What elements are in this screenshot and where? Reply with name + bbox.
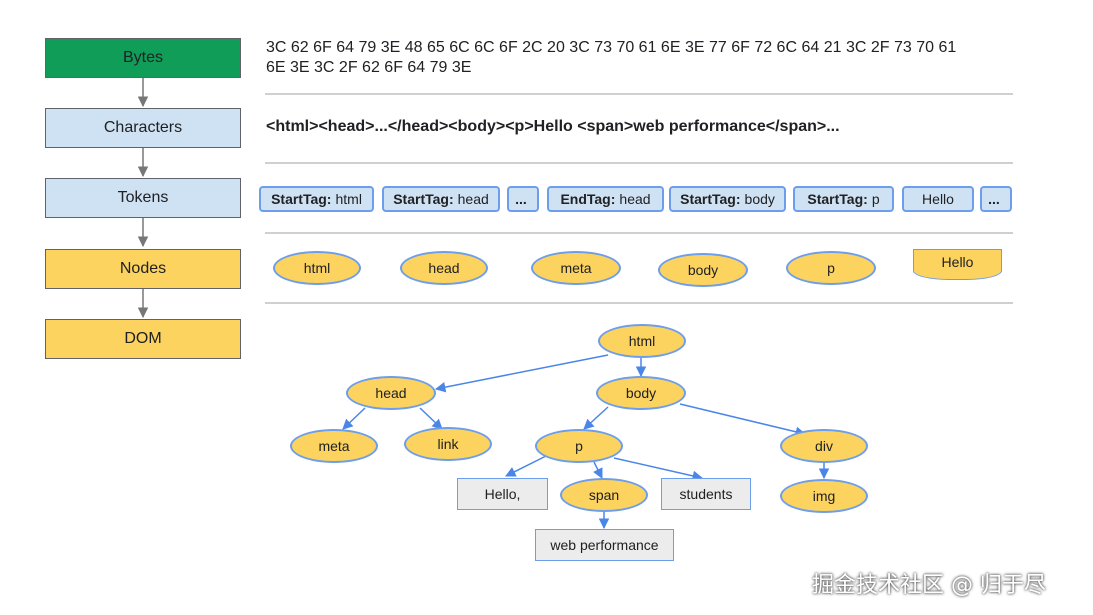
token-ellipsis: ... [980,186,1012,212]
dom-text-web-performance: web performance [535,529,674,561]
edge-p-students [613,457,704,482]
step-dom: DOM [45,319,241,359]
node-p: p [786,251,876,285]
node-head: head [400,251,488,285]
token-starttag-body: StartTag:body [669,186,786,212]
token-endtag-head: EndTag:head [547,186,664,212]
dom-node-head: head [346,376,436,410]
token-starttag-p: StartTag:p [793,186,894,212]
edge-body-p [583,406,609,430]
step-bytes: Bytes [45,38,241,78]
node-html: html [273,251,361,285]
dom-node-meta: meta [290,429,378,463]
divider-1 [265,93,1013,95]
bytes-line-1: 3C 62 6F 64 79 3E 48 65 6C 6C 6F 2C 20 3… [266,39,957,56]
dom-node-img: img [780,479,868,513]
dom-node-span: span [560,478,648,512]
token-starttag-html: StartTag:html [259,186,374,212]
bytes-hex: 3C 62 6F 64 79 3E 48 65 6C 6C 6F 2C 20 3… [266,38,986,78]
step-nodes: Nodes [45,249,241,289]
token-hello: Hello [902,186,974,212]
node-meta: meta [531,251,621,285]
node-body: body [658,253,748,287]
watermark-text: 掘金技术社区 @ 归于尽 [812,573,1046,598]
divider-4 [265,302,1013,304]
edge-p-span [593,461,603,479]
dom-node-body: body [596,376,686,410]
token-ellipsis: ... [507,186,539,212]
node-text-hello: Hello [913,249,1002,280]
edge-body-div [679,403,807,437]
edge-html-head [434,354,609,393]
dom-node-html: html [598,324,686,358]
divider-3 [265,232,1013,234]
edge-head-meta [342,407,366,430]
step-characters: Characters [45,108,241,148]
edge-head-link [419,407,443,430]
bytes-line-2: 6E 3E 3C 2F 62 6F 64 79 3E [266,59,472,76]
characters-text: <html><head>...</head><body><p>Hello <sp… [266,118,840,135]
dom-node-p: p [535,429,623,463]
edge-p-hello [505,454,549,477]
dom-node-div: div [780,429,868,463]
step-tokens: Tokens [45,178,241,218]
dom-text-students: students [661,478,751,510]
token-starttag-head: StartTag:head [382,186,500,212]
dom-text-hello: Hello, [457,478,548,510]
dom-node-link: link [404,427,492,461]
divider-2 [265,162,1013,164]
